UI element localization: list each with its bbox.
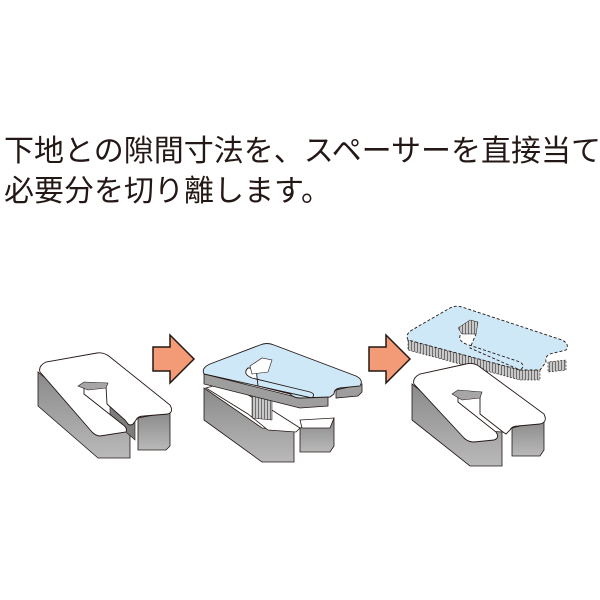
instruction-caption: 下地との隙間寸法を、スペーサーを直接当て 必要分を切り離します。	[4, 132, 600, 212]
right-arrow-icon	[368, 333, 412, 385]
right-arrow-icon	[152, 333, 196, 385]
spacer-separated-icon	[406, 305, 568, 467]
spacer-stack-icon	[37, 352, 173, 459]
spacer-placed-icon	[202, 343, 363, 463]
caption-line-2: 必要分を切り離します。	[4, 174, 331, 209]
caption-line-1: 下地との隙間寸法を、スペーサーを直接当て	[4, 134, 600, 169]
